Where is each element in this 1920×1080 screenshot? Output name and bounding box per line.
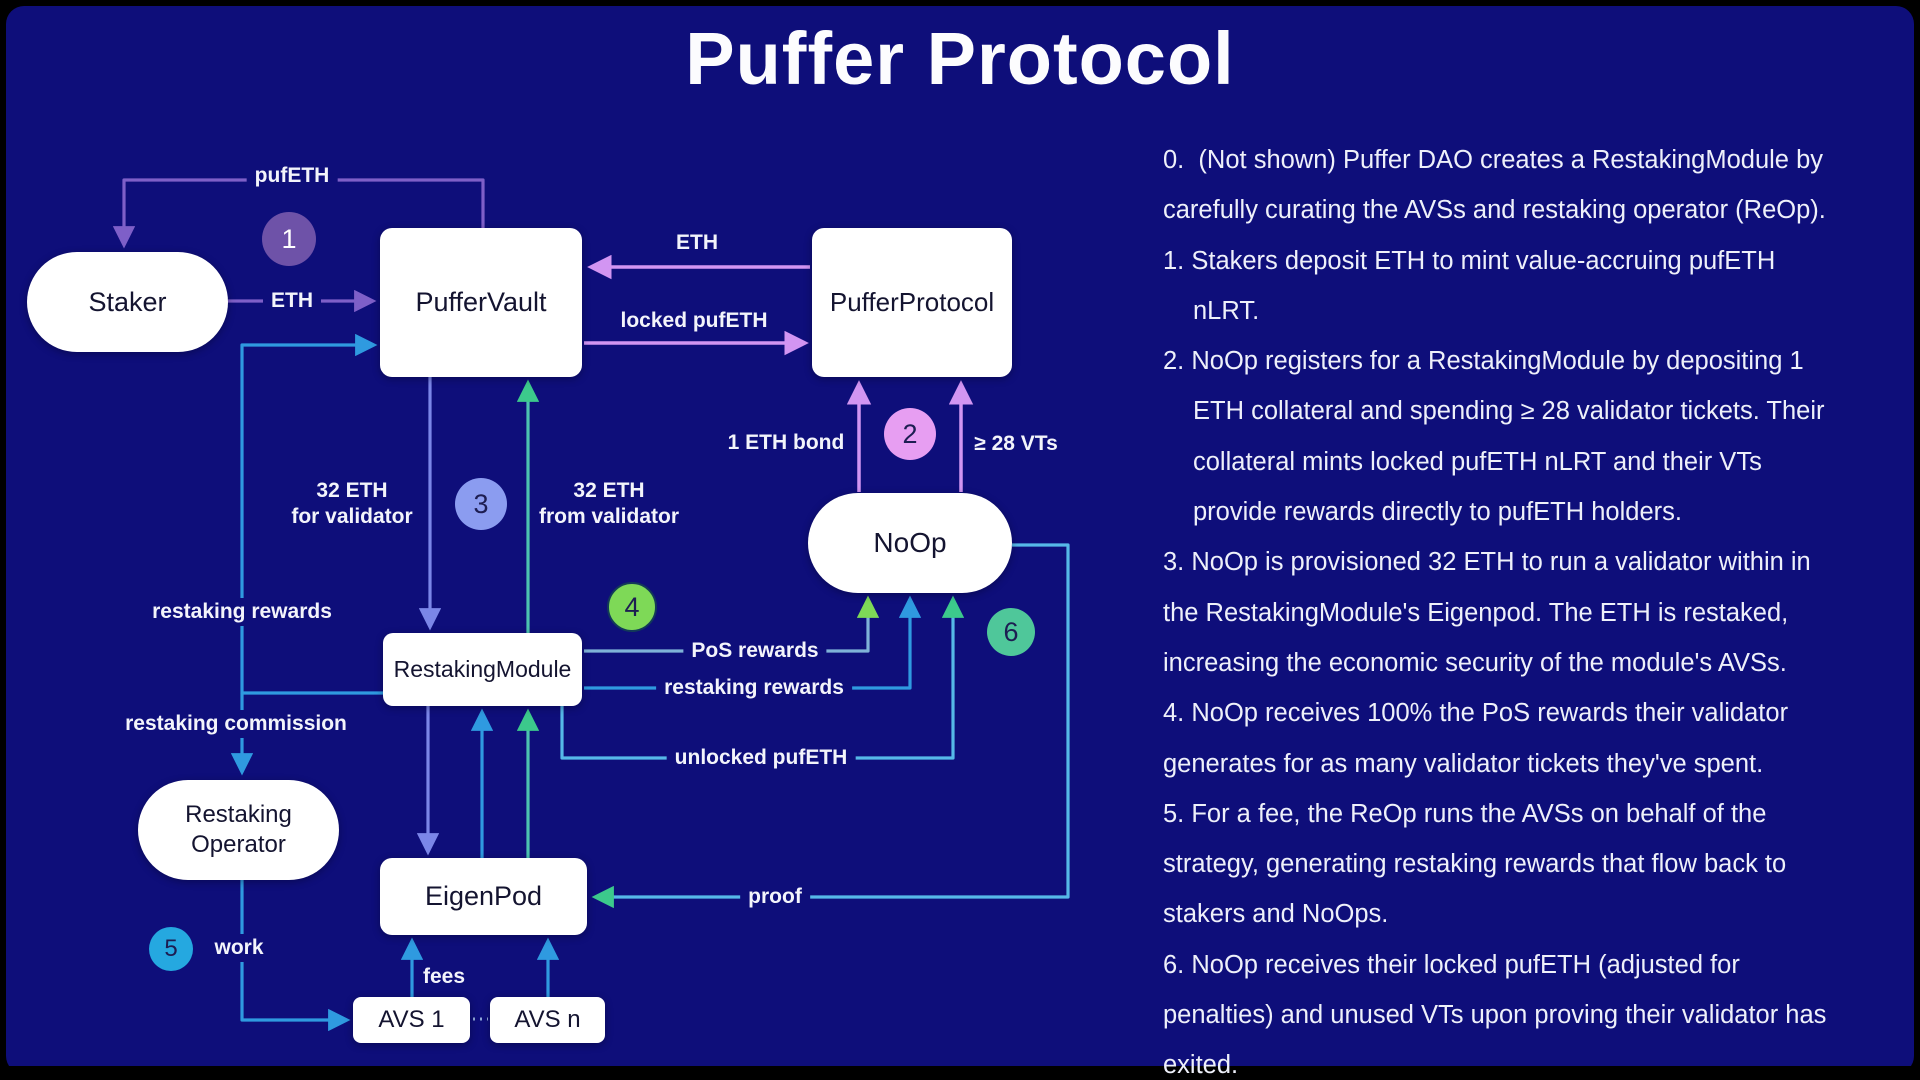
step-circle-2: 2 xyxy=(884,408,936,460)
note-line: 6. NoOp receives their locked pufETH (ad… xyxy=(1163,950,1740,979)
label-restaking-rewards-left: restaking rewards xyxy=(144,598,340,626)
node-avs-n: AVS n xyxy=(490,997,605,1043)
step-circle-3: 3 xyxy=(455,478,507,530)
note-line: provide rewards directly to pufETH holde… xyxy=(1193,498,1682,527)
node-restaking-module: RestakingModule xyxy=(383,633,582,706)
note-line: generates for as many validator tickets … xyxy=(1163,749,1764,778)
note-line: 4. NoOp receives 100% the PoS rewards th… xyxy=(1163,699,1789,728)
label-fees: fees xyxy=(414,963,474,991)
note-line: exited. xyxy=(1163,1051,1239,1080)
label-restaking-rewards-right: restaking rewards xyxy=(656,674,852,702)
note-line: stakers and NoOps. xyxy=(1163,900,1389,929)
label-proof: proof xyxy=(740,883,810,911)
note-line: penalties) and unused VTs upon proving t… xyxy=(1163,1001,1827,1030)
label-32eth-from-validator: 32 ETH from validator xyxy=(538,479,680,528)
node-restaking-operator: Restaking Operator xyxy=(138,780,339,880)
label-restaking-commission: restaking commission xyxy=(117,710,355,738)
node-puffer-vault: PufferVault xyxy=(380,228,582,377)
bottom-border-bar xyxy=(0,1066,1920,1080)
step-circle-4: 4 xyxy=(607,582,657,632)
node-puffer-protocol: PufferProtocol xyxy=(812,228,1012,377)
label-eth-deposit: ETH xyxy=(263,287,321,315)
label-locked-pufeth: locked pufETH xyxy=(620,309,768,332)
step-circle-6: 6 xyxy=(987,608,1035,656)
node-staker: Staker xyxy=(27,252,228,352)
label-eth-return: ETH xyxy=(676,231,718,254)
label-vts: ≥ 28 VTs xyxy=(974,432,1058,455)
note-line: 3. NoOp is provisioned 32 ETH to run a v… xyxy=(1163,548,1811,577)
label-32eth-for-validator: 32 ETH for validator xyxy=(291,479,413,528)
note-line: 0. (Not shown) Puffer DAO creates a Rest… xyxy=(1163,146,1823,174)
label-pos-rewards: PoS rewards xyxy=(683,637,827,665)
step-circle-1: 1 xyxy=(262,212,316,266)
note-line: nLRT. xyxy=(1193,296,1260,325)
label-pufeth: pufETH xyxy=(246,162,338,190)
node-avs-1: AVS 1 xyxy=(353,997,470,1043)
note-line: increasing the economic security of the … xyxy=(1163,648,1787,677)
node-eigenpod: EigenPod xyxy=(380,858,587,935)
note-line: carefully curating the AVSs and restakin… xyxy=(1163,196,1826,225)
page-title: Puffer Protocol xyxy=(685,17,1235,100)
note-line: ETH collateral and spending ≥ 28 validat… xyxy=(1193,397,1825,426)
step-circle-5: 5 xyxy=(149,927,193,971)
note-line: 5. For a fee, the ReOp runs the AVSs on … xyxy=(1163,799,1767,828)
notes-panel: 0. (Not shown) Puffer DAO creates a Rest… xyxy=(1163,135,1826,1080)
note-line: the RestakingModule's Eigenpod. The ETH … xyxy=(1163,598,1789,627)
note-line: strategy, generating restaking rewards t… xyxy=(1163,850,1787,879)
label-work: work xyxy=(206,934,272,962)
note-line: collateral mints locked pufETH nLRT and … xyxy=(1193,447,1762,476)
node-noop: NoOp xyxy=(808,493,1012,593)
label-eth-bond: 1 ETH bond xyxy=(727,431,845,454)
label-unlocked-pufeth: unlocked pufETH xyxy=(666,744,856,772)
note-line: 1. Stakers deposit ETH to mint value-acc… xyxy=(1163,246,1776,275)
note-line: 2. NoOp registers for a RestakingModule … xyxy=(1163,347,1804,376)
